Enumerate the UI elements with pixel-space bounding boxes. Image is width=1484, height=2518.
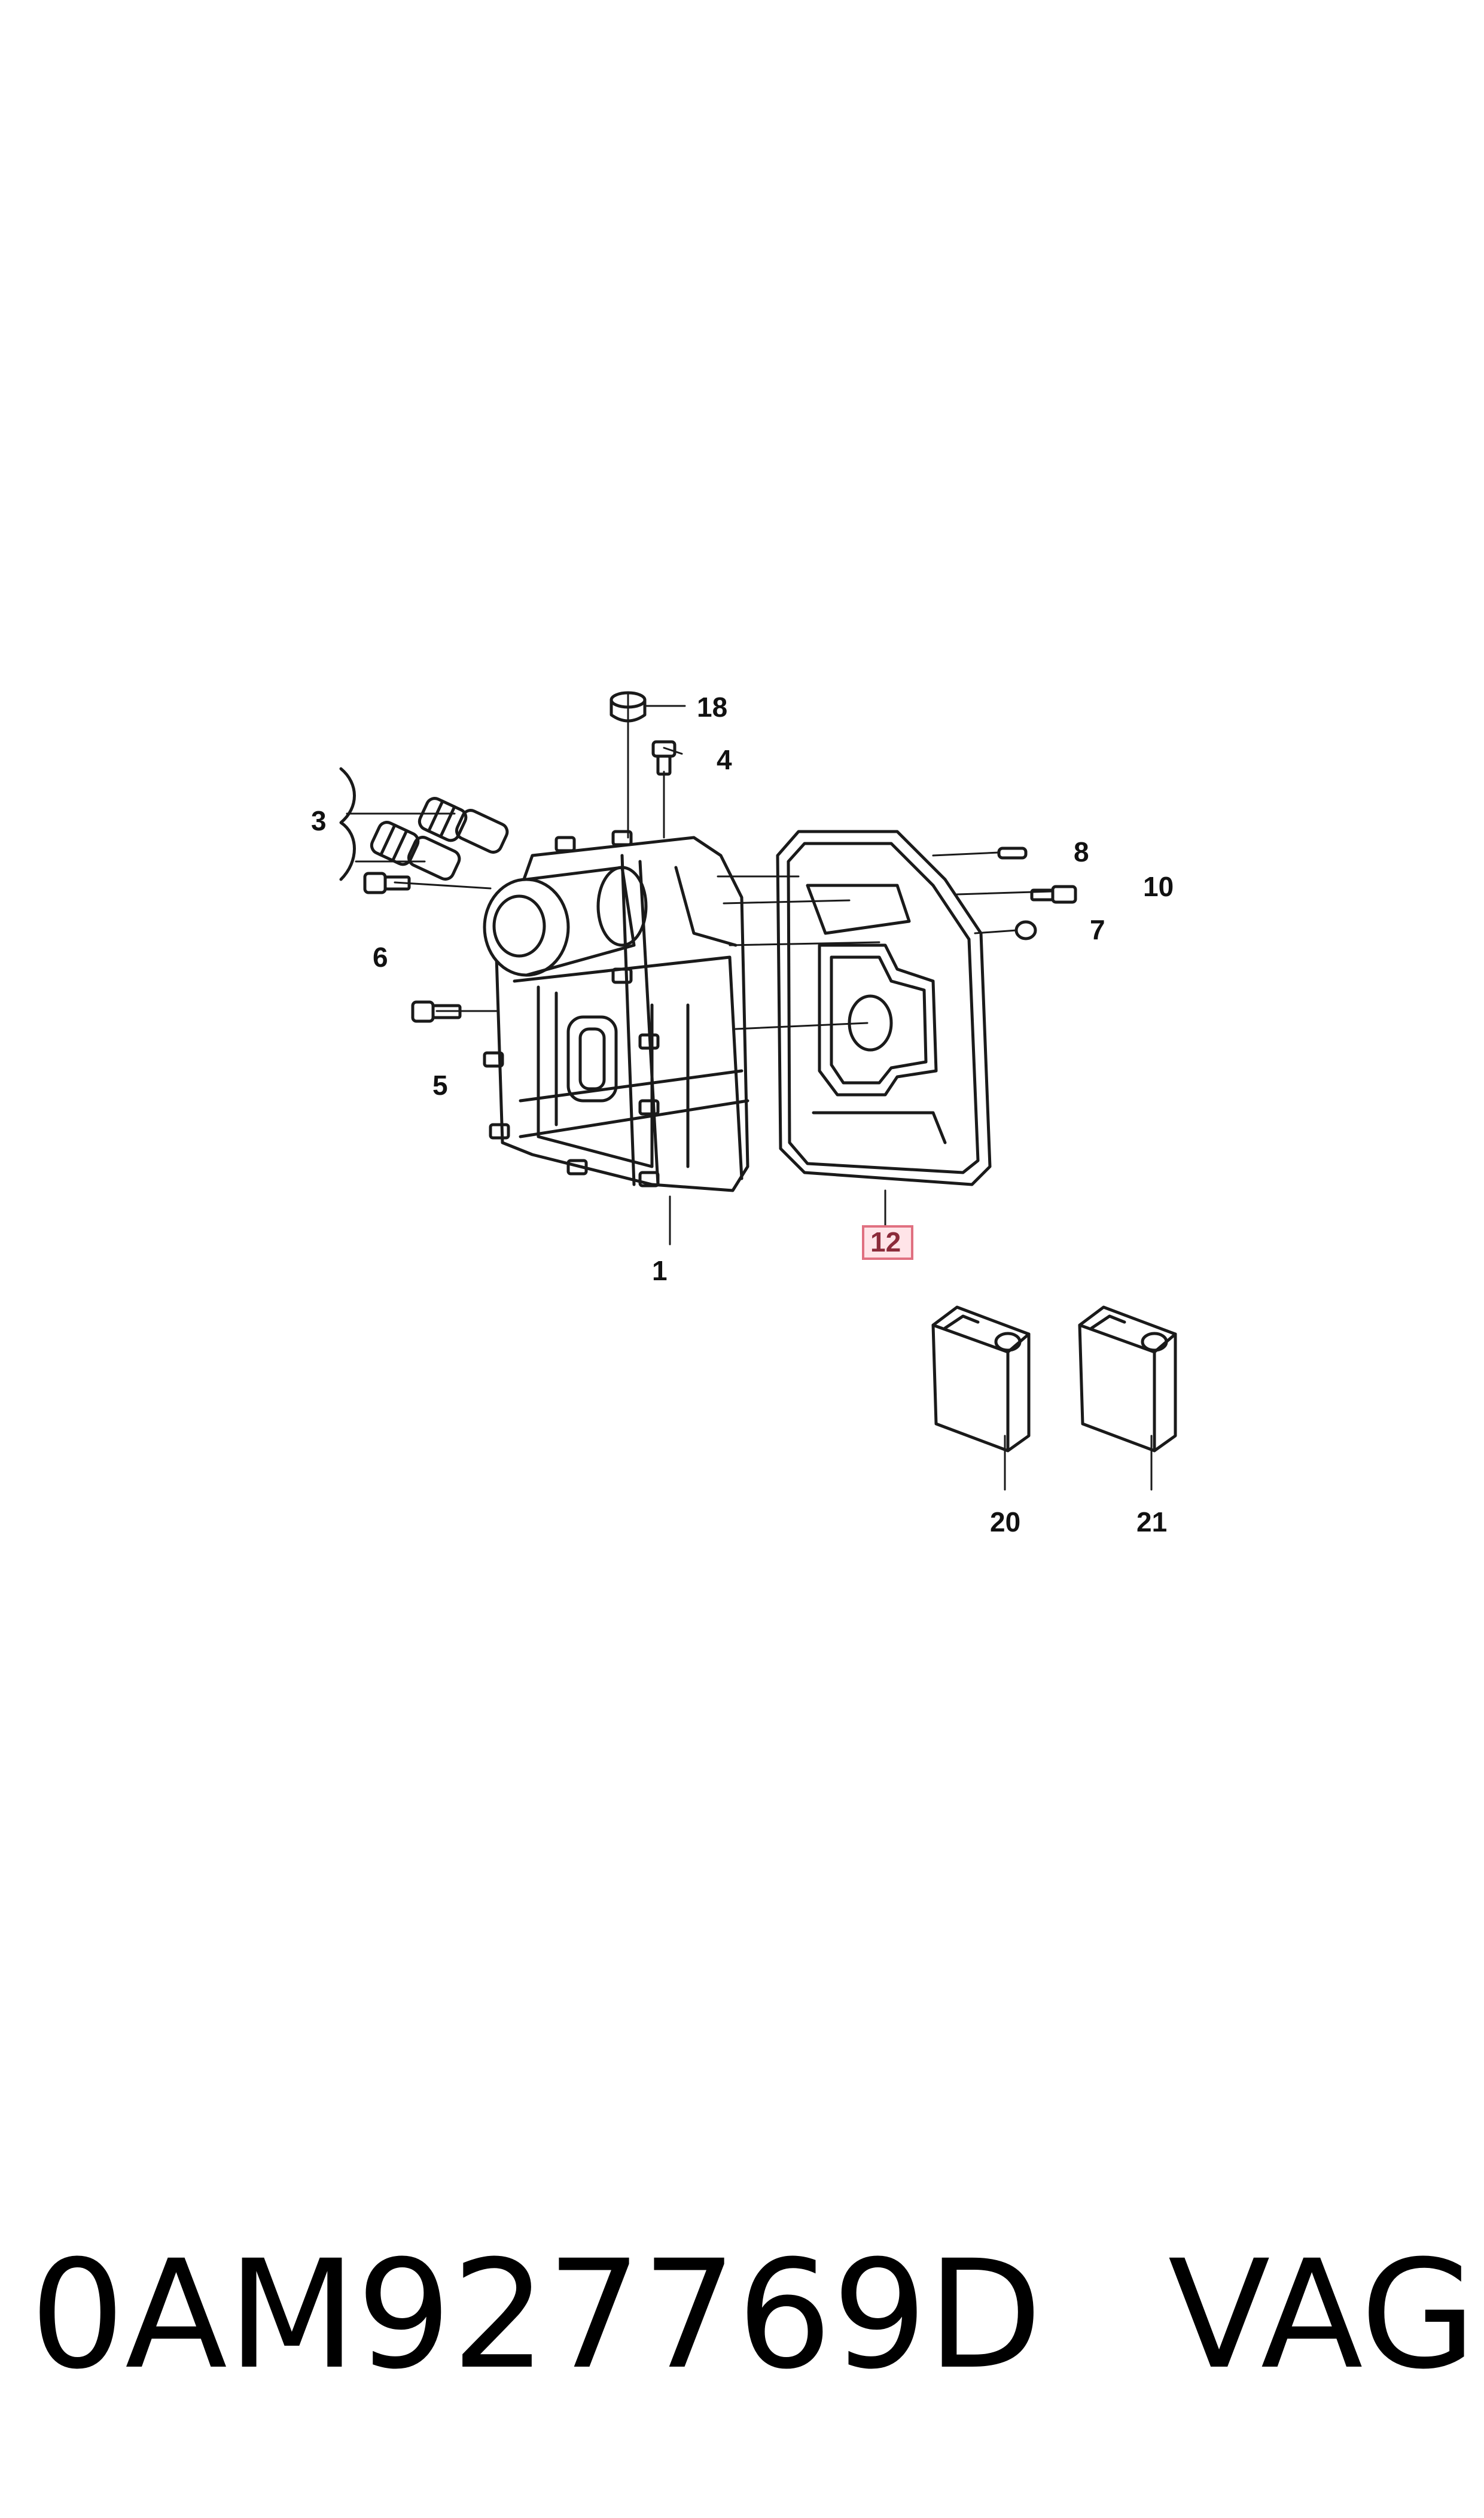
callout-12: 12	[870, 1226, 901, 1258]
o-ring-icon	[1014, 920, 1037, 940]
part-number: 0AM927769D	[30, 2228, 1043, 2402]
callout-3: 3	[311, 805, 327, 836]
brand-name: VAG	[1168, 2228, 1477, 2402]
callout-18: 18	[697, 692, 727, 723]
callout-5: 5	[432, 1070, 448, 1101]
pin-icon	[997, 847, 1028, 860]
oil-canister-20-icon	[931, 1305, 1031, 1453]
callout-8: 8	[1074, 836, 1089, 867]
callout-20: 20	[990, 1506, 1020, 1537]
callout-6: 6	[373, 942, 388, 973]
oil-canister-21-icon	[1078, 1305, 1177, 1453]
bolt-4-icon	[651, 740, 677, 776]
bolt-6-icon	[363, 872, 411, 894]
callout-7: 7	[1090, 914, 1105, 945]
plug-seals	[339, 767, 509, 881]
callout-4: 4	[717, 744, 732, 775]
highlight-box	[862, 1225, 913, 1260]
parts-diagram: 18 4 3 8 10 7 6 5 12 1 20 21	[311, 691, 1177, 1537]
bolt-5-icon	[411, 1000, 462, 1023]
gasket-plate	[776, 830, 992, 1186]
assembly-lines	[346, 693, 1153, 1491]
callout-21: 21	[1136, 1506, 1167, 1537]
callout-1: 1	[652, 1255, 668, 1286]
footer-caption: 0AM927769D VAG	[30, 2219, 1476, 2411]
bolt-10-icon	[1030, 885, 1077, 904]
mechatronic-unit	[483, 830, 749, 1192]
stud-bolt-icons	[483, 830, 660, 1188]
callout-10: 10	[1143, 871, 1174, 902]
cap-icon	[610, 691, 647, 723]
